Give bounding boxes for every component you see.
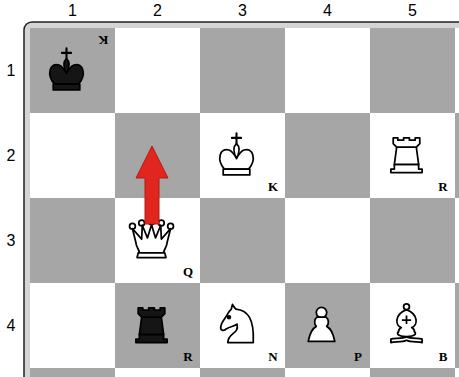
piece-letter: K [268,180,278,193]
row-number: 2 [7,148,16,164]
piece-letter: R [183,350,192,363]
piece-letter: B [439,350,448,363]
column-number: 1 [68,3,77,19]
column-number: 4 [323,3,332,19]
row-number: 3 [7,233,16,249]
column-number: 5 [408,3,417,19]
move-arrow [136,146,168,224]
piece-letter: P [354,350,362,363]
row-number: 4 [7,318,16,334]
piece-letter: N [268,350,277,363]
piece-letter: K [98,34,108,47]
piece-letter: R [438,180,447,193]
column-number: 2 [153,3,162,19]
column-number: 3 [238,3,247,19]
piece-letter: Q [183,265,193,278]
row-number: 1 [7,63,16,79]
